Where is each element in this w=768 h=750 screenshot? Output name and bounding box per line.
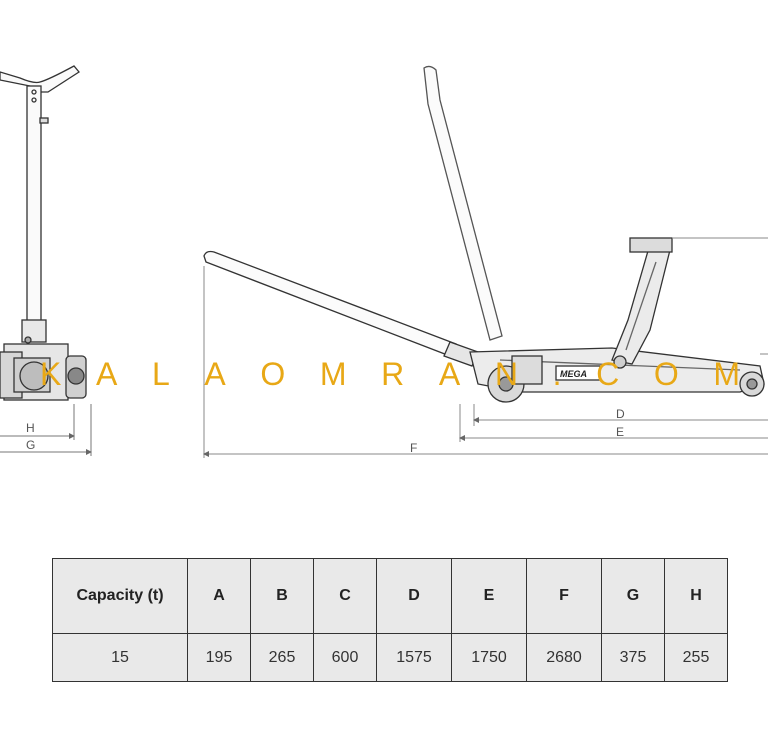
header-h: H <box>664 558 728 634</box>
side-view <box>203 65 765 403</box>
dim-label-g: G <box>26 438 35 452</box>
cell-g: 375 <box>601 633 665 682</box>
raised-handle <box>423 65 503 341</box>
jack-technical-drawing: H G MEGA <box>0 65 768 458</box>
header-e: E <box>451 558 527 634</box>
dim-label-e: E <box>616 425 624 439</box>
spec-table-header-row: Capacity (t) A B C D E F G H <box>52 558 728 634</box>
side-dimension-lines <box>203 237 768 458</box>
spec-table: Capacity (t) A B C D E F G H 15 195 265 … <box>52 558 728 682</box>
header-b: B <box>250 558 314 634</box>
cell-c: 600 <box>313 633 377 682</box>
front-view <box>0 65 87 401</box>
lowered-handle <box>203 250 457 357</box>
brand-label: MEGA <box>560 369 587 379</box>
cell-b: 265 <box>250 633 314 682</box>
header-f: F <box>526 558 602 634</box>
dim-label-h: H <box>26 421 35 435</box>
header-capacity: Capacity (t) <box>52 558 188 634</box>
header-d: D <box>376 558 452 634</box>
cell-d: 1575 <box>376 633 452 682</box>
cell-h: 255 <box>664 633 728 682</box>
front-dimension-lines <box>0 404 92 456</box>
cell-f: 2680 <box>526 633 602 682</box>
cell-e: 1750 <box>451 633 527 682</box>
header-c: C <box>313 558 377 634</box>
saddle <box>629 237 673 253</box>
cell-a: 195 <box>187 633 251 682</box>
dim-label-d: D <box>616 407 625 421</box>
header-a: A <box>187 558 251 634</box>
cell-capacity: 15 <box>52 633 188 682</box>
header-g: G <box>601 558 665 634</box>
dim-label-f: F <box>410 441 417 455</box>
spec-table-row: 15 195 265 600 1575 1750 2680 375 255 <box>52 633 728 682</box>
